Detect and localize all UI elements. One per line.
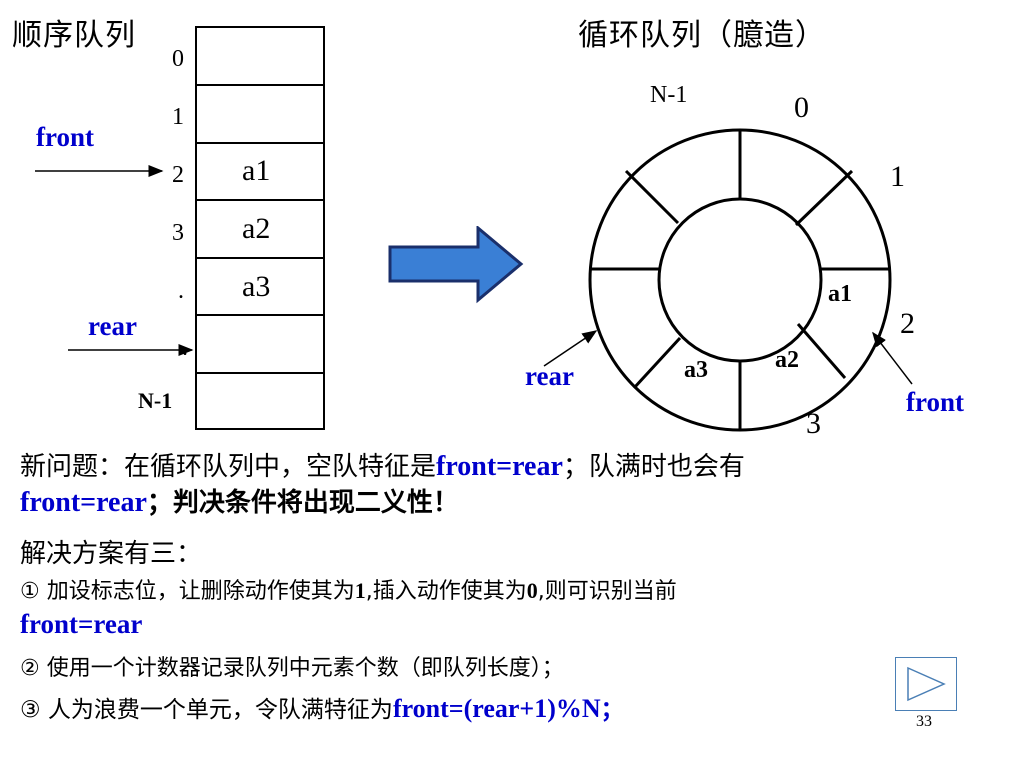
problem-statement: 新问题：在循环队列中，空队特征是front=rear；队满时也会有 front=… [20, 449, 745, 521]
next-slide-button[interactable] [895, 657, 957, 711]
sol1-mid: ,插入动作使其为 [365, 579, 527, 604]
ring-a2: a2 [775, 347, 799, 373]
solution-1: ① 加设标志位，让删除动作使其为1,插入动作使其为0,则可识别当前 front=… [20, 575, 677, 640]
cell-a3: a3 [242, 270, 271, 303]
cell-a2: a2 [242, 212, 271, 245]
solution-2: ② 使用一个计数器记录队列中元素个数（即队列长度）； [20, 656, 564, 681]
label-n-minus-1: N-1 [650, 82, 687, 108]
spoke [796, 323, 847, 379]
label-3: 3 [806, 407, 821, 440]
label-0: 0 [794, 91, 809, 124]
linear-front-label: front [36, 122, 94, 152]
sol1-condition: front=rear [20, 609, 143, 639]
left-title: 顺序队列 [12, 18, 136, 53]
problem-mid: ；队满时也会有 [562, 452, 745, 482]
index-0: 0 [172, 46, 184, 72]
row-divider [195, 84, 325, 86]
circular-queue: N-1 0 1 2 3 a1 a2 a3 rear front [525, 82, 964, 440]
problem-prefix: 新问题：在循环队列中，空队特征是 [20, 452, 437, 482]
spoke [632, 336, 682, 390]
sol1-one: 1 [354, 578, 366, 603]
play-icon [907, 666, 946, 702]
index-2: 2 [172, 162, 184, 188]
sol1-prefix: ① 加设标志位，让删除动作使其为 [20, 579, 355, 604]
spoke [794, 169, 854, 227]
solution-3: ③ 人为浪费一个单元，令队满特征为front=(rear+1)%N； [20, 690, 624, 724]
ring-a3: a3 [684, 357, 708, 383]
index-3: 3 [172, 220, 184, 246]
sol1-zero: 0 [526, 578, 538, 603]
index-dot-1: . [178, 278, 184, 304]
linear-pointer-arrows [35, 165, 194, 356]
ring-front-pointer [872, 331, 913, 385]
sol3-suffix: ； [600, 697, 624, 723]
ring-rear-label: rear [525, 361, 574, 391]
problem-suffix: ；判决条件将出现二义性！ [146, 488, 459, 518]
linear-rear-label: rear [88, 311, 137, 341]
label-2: 2 [900, 307, 915, 340]
ring-rear-pointer [543, 330, 598, 367]
row-divider [195, 257, 325, 259]
transform-arrow-icon [388, 226, 524, 304]
page-number: 33 [916, 713, 932, 730]
sol1-suffix: ,则可识别当前 [537, 579, 677, 604]
index-1: 1 [172, 104, 184, 130]
sol3-prefix: ③ 人为浪费一个单元，令队满特征为 [20, 697, 393, 723]
row-divider [195, 314, 325, 316]
right-title: 循环队列（臆造） [578, 18, 826, 53]
row-divider [195, 199, 325, 201]
row-divider [195, 142, 325, 144]
solutions-heading: 解决方案有三： [20, 539, 203, 569]
sol3-formula: front=(rear+1)%N [392, 694, 601, 723]
queue-array [195, 26, 325, 430]
ring-a1: a1 [828, 281, 852, 307]
label-1: 1 [890, 160, 905, 193]
spoke [624, 169, 680, 225]
ring-front-label: front [906, 387, 964, 417]
row-divider [195, 372, 325, 374]
cell-a1: a1 [242, 154, 271, 187]
problem-front-rear-1: front=rear [436, 451, 563, 482]
index-n-minus-1: N-1 [138, 388, 173, 413]
problem-front-rear-2: front=rear [20, 487, 147, 518]
